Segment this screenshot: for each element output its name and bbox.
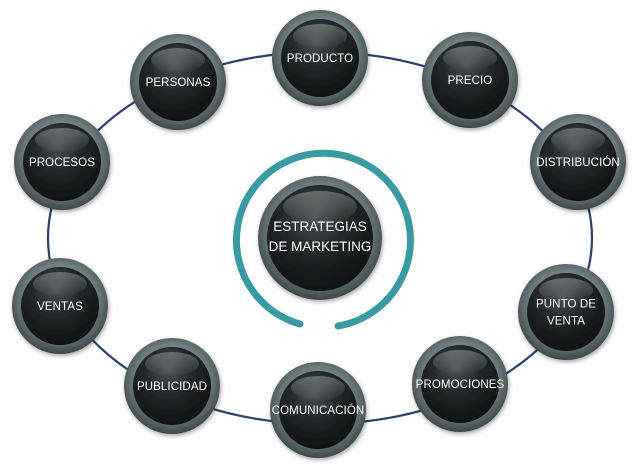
center-label-line-2: DE MARKETING — [269, 239, 372, 254]
node-label-personas: PERSONAS — [146, 77, 211, 89]
node-label-promociones: PROMOCIONES — [416, 379, 505, 391]
node-label-publicidad: PUBLICIDAD — [137, 381, 207, 393]
center-arc-ring — [233, 149, 414, 330]
node-label-distribucion: DISTRIBUCIÓN — [536, 156, 620, 169]
node-label-ventas: VENTAS — [37, 301, 83, 313]
node-circle — [14, 114, 110, 210]
node-ventas: VENTAS — [12, 258, 108, 354]
node-distribucion: DISTRIBUCIÓN — [530, 114, 626, 210]
node-circle — [124, 338, 220, 434]
node-circle — [422, 32, 518, 128]
node-publicidad: PUBLICIDAD — [124, 338, 220, 434]
node-circle — [518, 264, 614, 360]
node-circle — [412, 336, 508, 432]
node-label-comunicacion: COMUNICACIÓN — [272, 404, 365, 417]
center-node — [258, 176, 382, 300]
center-label-line-1: ESTRATEGIAS — [273, 219, 367, 234]
node-circle — [12, 258, 108, 354]
node-personas: PERSONAS — [130, 34, 226, 130]
node-procesos: PROCESOS — [14, 114, 110, 210]
node-promociones: PROMOCIONES — [412, 336, 508, 432]
node-precio: PRECIO — [422, 32, 518, 128]
node-punto-de-venta: PUNTO DE VENTA — [518, 264, 614, 360]
node-comunicacion: COMUNICACIÓN — [270, 362, 366, 458]
node-circle — [130, 34, 226, 130]
node-label-procesos: PROCESOS — [29, 157, 95, 169]
node-circle — [272, 10, 368, 106]
node-producto: PRODUCTO — [272, 10, 368, 106]
node-label-producto: PRODUCTO — [287, 53, 353, 65]
node-circle — [270, 362, 366, 458]
node-label-punto-de-venta-line-1: PUNTO DE — [536, 299, 596, 311]
node-label-precio: PRECIO — [448, 75, 493, 87]
node-label-punto-de-venta-line-2: VENTA — [547, 316, 585, 328]
node-circle — [530, 114, 626, 210]
